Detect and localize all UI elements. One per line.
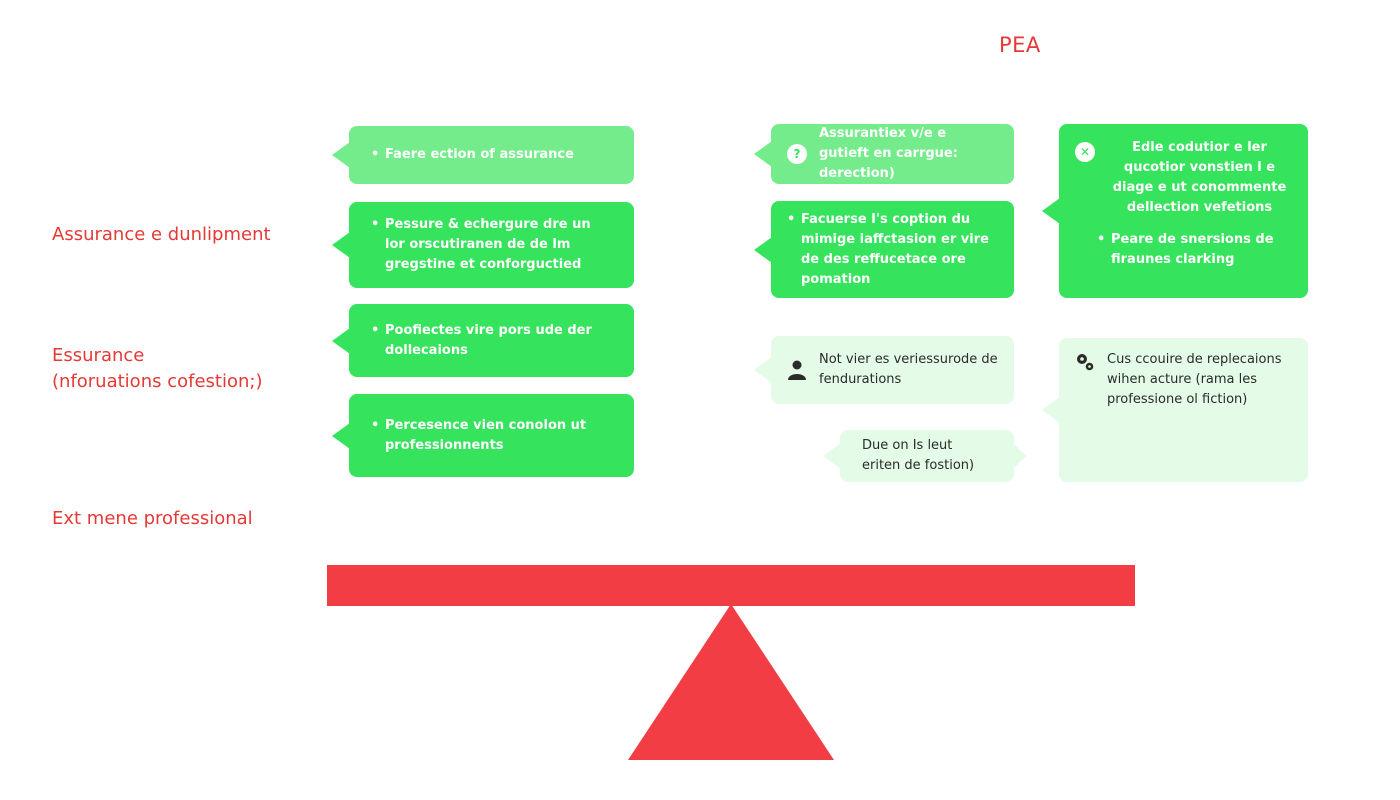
bubble-pointer [332, 422, 350, 449]
bubble-pointer [754, 236, 772, 263]
close-icon: ✕ [1075, 142, 1095, 162]
gears-icon [1075, 352, 1095, 372]
person-icon [787, 360, 807, 380]
side-label-assurance-development: Assurance e dunlipment [52, 224, 271, 245]
left-bubble-4: • Percesence vien conolon ut professionne… [332, 394, 634, 477]
left-bubble-3: • Poofiectes vire pors ude der dollecaion… [332, 304, 634, 377]
side-label-external-professional: Ext mene professional [52, 508, 253, 529]
bubble-pointer [1013, 443, 1026, 469]
right-bubble-applications-text: Cus ccouire de replecaions wihen acture … [1107, 352, 1282, 407]
bubble-pointer [332, 232, 350, 258]
bubble-pointer [1042, 397, 1060, 423]
right-bubble-solution: ✕ Edle codutior e ler qucotior vonstien … [1042, 124, 1308, 298]
bullet-icon: • [371, 217, 380, 232]
bubble-pointer [1042, 198, 1060, 224]
question-icon: ? [787, 144, 807, 164]
bullet-icon: • [371, 417, 380, 433]
diagram-title: PEA [999, 33, 1041, 57]
bullet-icon: • [371, 322, 380, 338]
left-bubble-2-text: Pessure & echergure dre un lor orscutira… [385, 217, 591, 272]
bullet-icon: • [371, 147, 380, 162]
bullet-icon: • [787, 211, 796, 227]
right-bubble-question-text: Assurantiex v/e e gutieft en carrgue: de… [819, 126, 958, 181]
right-bubble-due: Due on Is leut eriten de fostion) [823, 430, 1026, 482]
balance-fulcrum [628, 604, 834, 760]
left-bubble-3-text: Poofiectes vire pors ude der dollecaions [385, 322, 592, 358]
right-bubble-person: Not vier es veriessurode de fendurations [754, 336, 1014, 404]
left-bubble-4-text: Percesence vien conolon ut professionnen… [385, 417, 587, 453]
side-label-essurance-information: Essurance (nforuations cofestion;) [52, 345, 263, 392]
right-bubble-solution-text: Edle codutior e ler qucotior vonstien l … [1112, 140, 1287, 215]
bullet-icon: • [1097, 232, 1106, 247]
bubble-pointer [332, 142, 350, 168]
bubble-pointer [823, 443, 841, 469]
bubble-pointer [332, 327, 350, 354]
balance-beam [327, 565, 1135, 606]
right-bubble-due-text: Due on Is leut eriten de fostion) [862, 438, 975, 473]
right-bubble-focus: • Facuerse I's coption du mimige iaffctas… [754, 201, 1014, 298]
left-bubble-2: • Pessure & echergure dre un lor orscutir… [332, 202, 634, 288]
right-bubble-person-text: Not vier es veriessurode de fendurations [819, 352, 998, 387]
right-bubble-applications: Cus ccouire de replecaions wihen acture … [1042, 338, 1308, 482]
left-bubble-1-text: Faere ection of assurance [385, 147, 574, 162]
right-bubble-solution-item: Peare de snersions de firaunes clarking [1111, 232, 1274, 267]
right-bubble-focus-text: Facuerse I's coption du mimige iaffctasi… [801, 211, 989, 287]
bubble-pointer [754, 141, 772, 167]
bubble-pointer [754, 357, 772, 383]
right-bubble-question: ? Assurantiex v/e e gutieft en carrgue: … [754, 124, 1014, 184]
left-bubble-1: • Faere ection of assurance [332, 126, 634, 184]
